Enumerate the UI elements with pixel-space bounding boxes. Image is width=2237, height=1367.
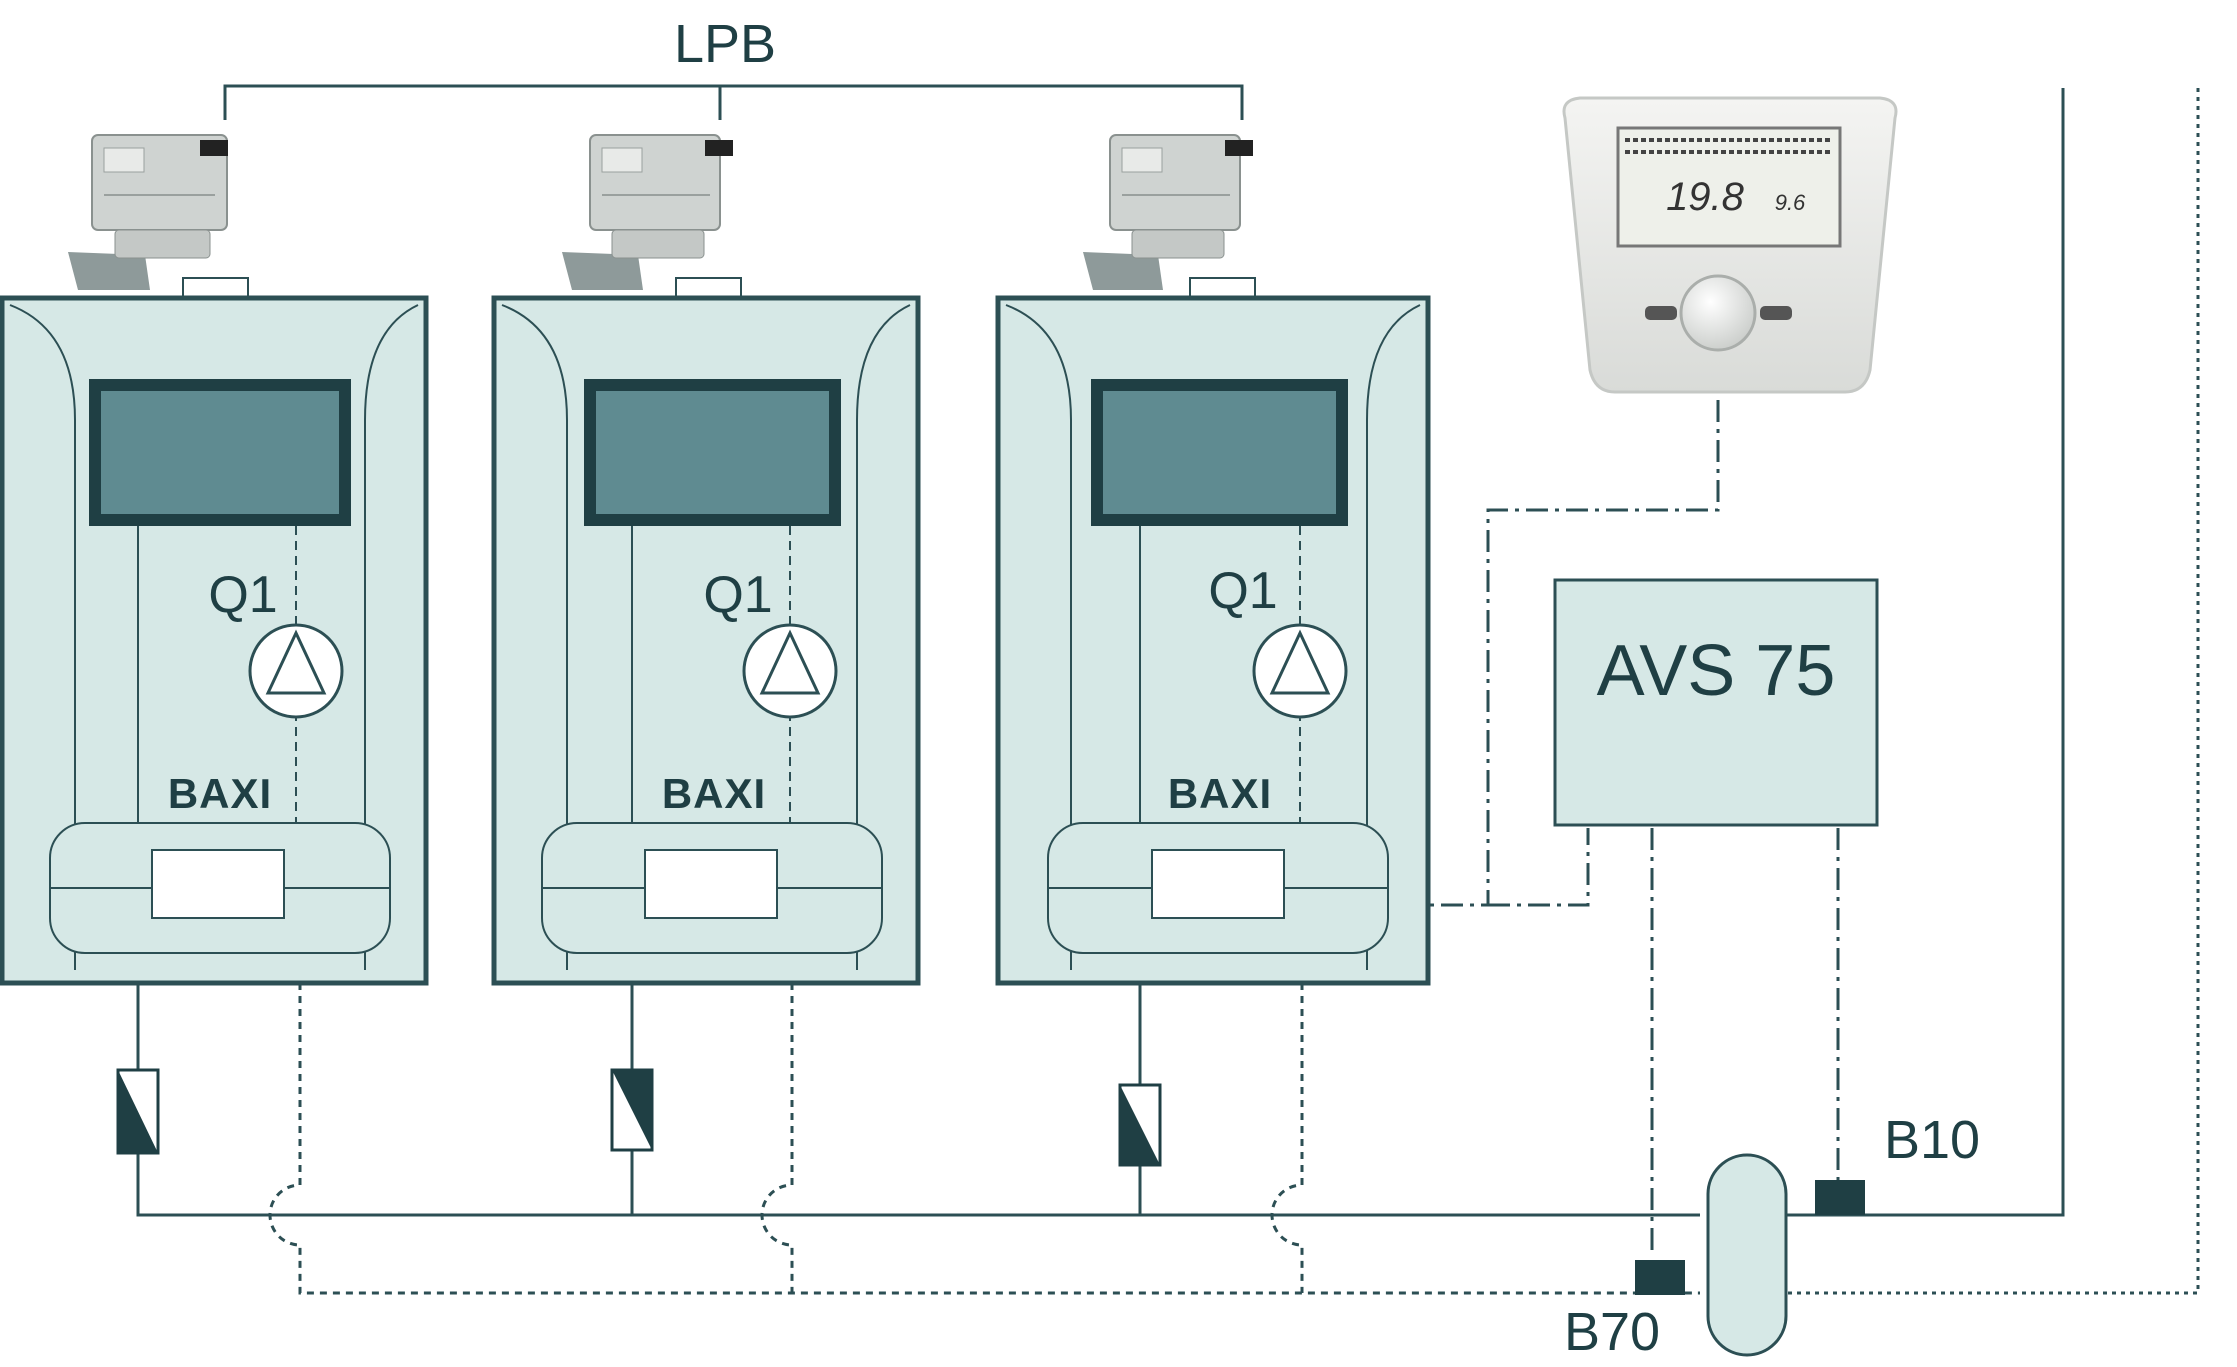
avs75-module: AVS 75 bbox=[1553, 578, 1879, 827]
check-valve-2 bbox=[610, 1068, 654, 1152]
pump-label: Q1 bbox=[208, 566, 277, 624]
room-unit-knob bbox=[1679, 274, 1757, 352]
brand-logo: BAXI bbox=[662, 770, 766, 817]
room-unit-screen bbox=[1616, 126, 1842, 248]
brand-logo: BAXI bbox=[1168, 770, 1272, 817]
room-temp-readout: 19.8 bbox=[1666, 175, 1745, 219]
brand-logo: BAXI bbox=[168, 770, 272, 817]
pump-label: Q1 bbox=[1208, 562, 1277, 620]
hydraulic-separator bbox=[1706, 1153, 1788, 1357]
room-unit-left-key bbox=[1645, 306, 1677, 320]
check-valve-3 bbox=[1118, 1083, 1162, 1167]
clip-in-module bbox=[1083, 134, 1253, 290]
boiler-display bbox=[584, 379, 841, 526]
b70-label: B70 bbox=[1564, 1302, 1660, 1362]
flow-header bbox=[136, 983, 1700, 1217]
boiler-display bbox=[1091, 379, 1348, 526]
sensor-b10 bbox=[1815, 1180, 1865, 1215]
clip-in-module bbox=[68, 134, 228, 290]
boiler-1: Q1 BAXI bbox=[0, 134, 429, 986]
lpb-bus bbox=[223, 84, 1244, 120]
clip-in-module bbox=[562, 134, 733, 290]
pump-label: Q1 bbox=[703, 566, 772, 624]
boiler-display bbox=[89, 379, 351, 526]
return-header bbox=[268, 983, 1700, 1295]
room-unit: 19.8 9.6 bbox=[1562, 96, 1898, 394]
outdoor-temp-readout: 9.6 bbox=[1775, 190, 1806, 215]
lpb-label: LPB bbox=[674, 14, 776, 74]
b10-label: B10 bbox=[1884, 1110, 1980, 1170]
check-valve-1 bbox=[116, 1068, 160, 1155]
wiring bbox=[1430, 88, 2200, 1295]
room-unit-right-key bbox=[1760, 306, 1792, 320]
sensor-b70 bbox=[1635, 1260, 1685, 1295]
boiler-3: Q1 BAXI bbox=[995, 134, 1431, 986]
boiler-2: Q1 BAXI bbox=[491, 134, 921, 986]
avs75-label: AVS 75 bbox=[1597, 631, 1836, 711]
